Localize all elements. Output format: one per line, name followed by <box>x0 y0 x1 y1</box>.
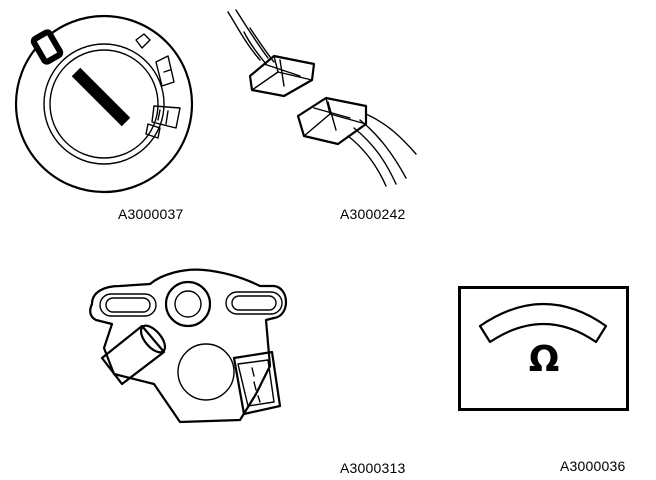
ohmmeter-figure: Ω <box>458 286 630 412</box>
ohm-symbol: Ω <box>528 339 560 380</box>
figure-code-ignition-switch: A3000037 <box>118 206 184 222</box>
wire-connector-icon <box>227 9 417 187</box>
ignition-switch-icon <box>14 14 194 194</box>
figure-code-connector: A3000242 <box>340 206 406 222</box>
ohmmeter-icon <box>458 286 629 411</box>
figure-code-switch-unit: A3000313 <box>340 460 406 476</box>
connector-figure <box>220 6 420 187</box>
figure-code-ohmmeter: A3000036 <box>560 458 626 474</box>
switch-unit-icon <box>89 268 288 424</box>
ignition-switch-figure <box>8 10 200 198</box>
switch-unit-figure <box>84 264 300 432</box>
